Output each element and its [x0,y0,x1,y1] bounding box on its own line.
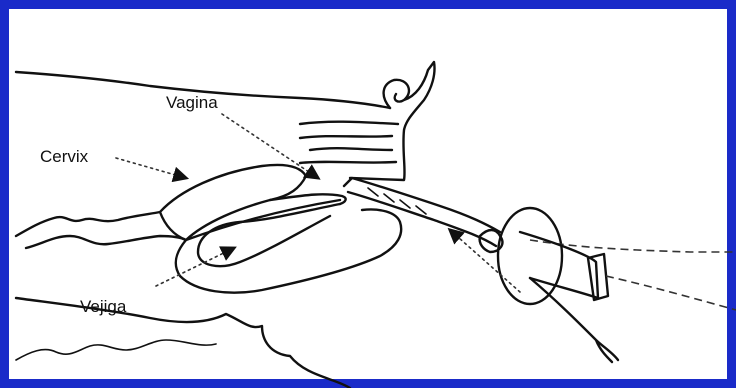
lower-body-outline [16,298,350,388]
lower-wavy-outline [16,340,216,360]
syringe-body [520,232,598,298]
uterine-horns [16,212,186,248]
cervix-leader [116,158,186,178]
bladder [198,204,340,266]
syringe-rod [606,276,736,310]
vulva-folds [300,122,398,163]
speculum-ring [498,208,562,304]
bladder-lower-wall [176,210,401,293]
label-vagina: Vagina [166,93,218,112]
label-cervix: Cervix [40,147,89,166]
label-vejiga: Vejiga [80,297,127,316]
